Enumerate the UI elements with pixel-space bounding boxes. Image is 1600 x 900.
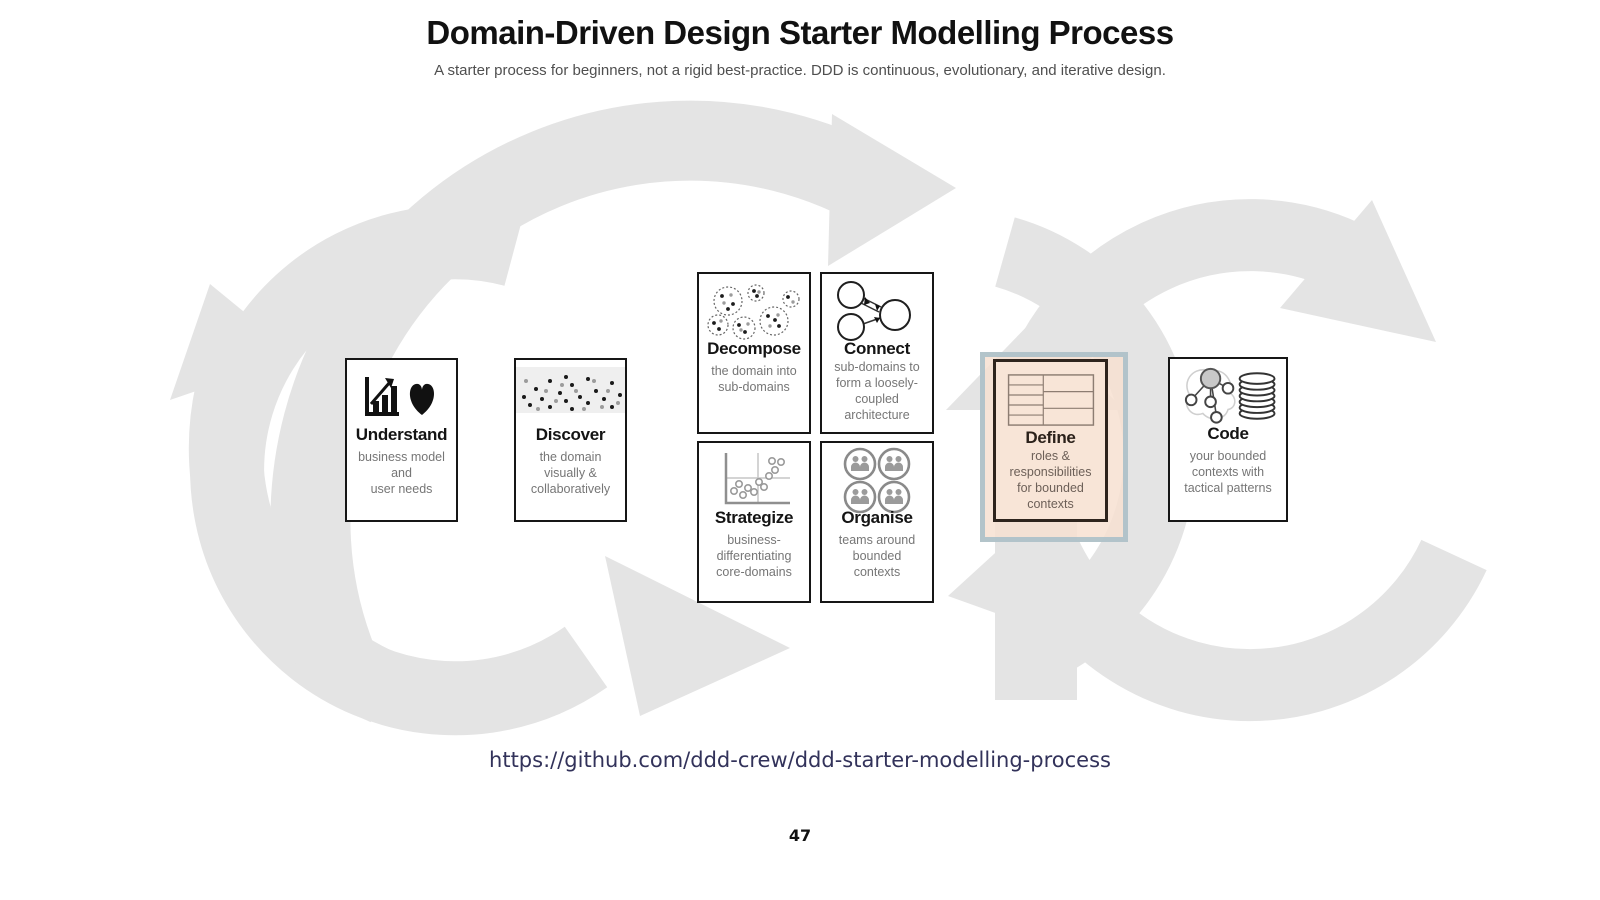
github-link[interactable]: https://github.com/ddd-crew/ddd-starter-… <box>489 748 1111 772</box>
bar-chart-and-heart-icon <box>362 370 442 424</box>
card-understand: Understand business model and user needs <box>345 358 458 522</box>
model-database-icon <box>1176 367 1280 424</box>
scattered-dots-icon <box>516 367 625 413</box>
card-description: the domain visually & collaboratively <box>530 449 611 496</box>
page-number: 47 <box>788 826 812 845</box>
card-define: Define roles & responsibilities for boun… <box>993 359 1108 522</box>
card-description: your bounded contexts with tactical patt… <box>1184 448 1272 495</box>
card-strategize: Strategize business- differentiating cor… <box>697 441 811 603</box>
card-description: teams around bounded contexts <box>838 532 916 579</box>
card-title: Discover <box>535 425 606 444</box>
page-subtitle: A starter process for beginners, not a r… <box>434 62 1166 79</box>
card-title: Define <box>1025 428 1076 447</box>
card-title: Code <box>1207 424 1249 443</box>
card-description: the domain into sub-domains <box>711 363 797 394</box>
card-title: Decompose <box>707 339 801 358</box>
card-decompose: Decompose the domain into sub-domains <box>697 272 811 434</box>
card-description: business model and user needs <box>358 449 445 496</box>
context-canvas-icon <box>1005 371 1097 429</box>
card-organise: Organise teams around bounded contexts <box>820 441 934 603</box>
card-title: Connect <box>844 339 910 358</box>
team-circles-icon <box>839 447 915 514</box>
card-connect: Connect sub-domains to form a loosely- c… <box>820 272 934 434</box>
card-description: business- differentiating core-domains <box>716 532 792 579</box>
quadrant-scatter-icon <box>714 453 794 507</box>
linked-circles-icon <box>831 281 923 341</box>
card-discover: Discover the domain visually & collabora… <box>514 358 627 522</box>
define-highlight: Define roles & responsibilities for boun… <box>980 352 1128 542</box>
dotted-clusters-icon <box>704 284 804 340</box>
card-description: roles & responsibilities for bounded con… <box>1009 448 1092 511</box>
card-description: sub-domains to form a loosely- coupled a… <box>834 359 920 422</box>
page-title: Domain-Driven Design Starter Modelling P… <box>426 14 1174 51</box>
card-title: Organise <box>841 508 913 527</box>
card-code: Code your bounded contexts with tactical… <box>1168 357 1288 522</box>
card-title: Understand <box>355 425 448 444</box>
card-title: Strategize <box>714 508 794 527</box>
